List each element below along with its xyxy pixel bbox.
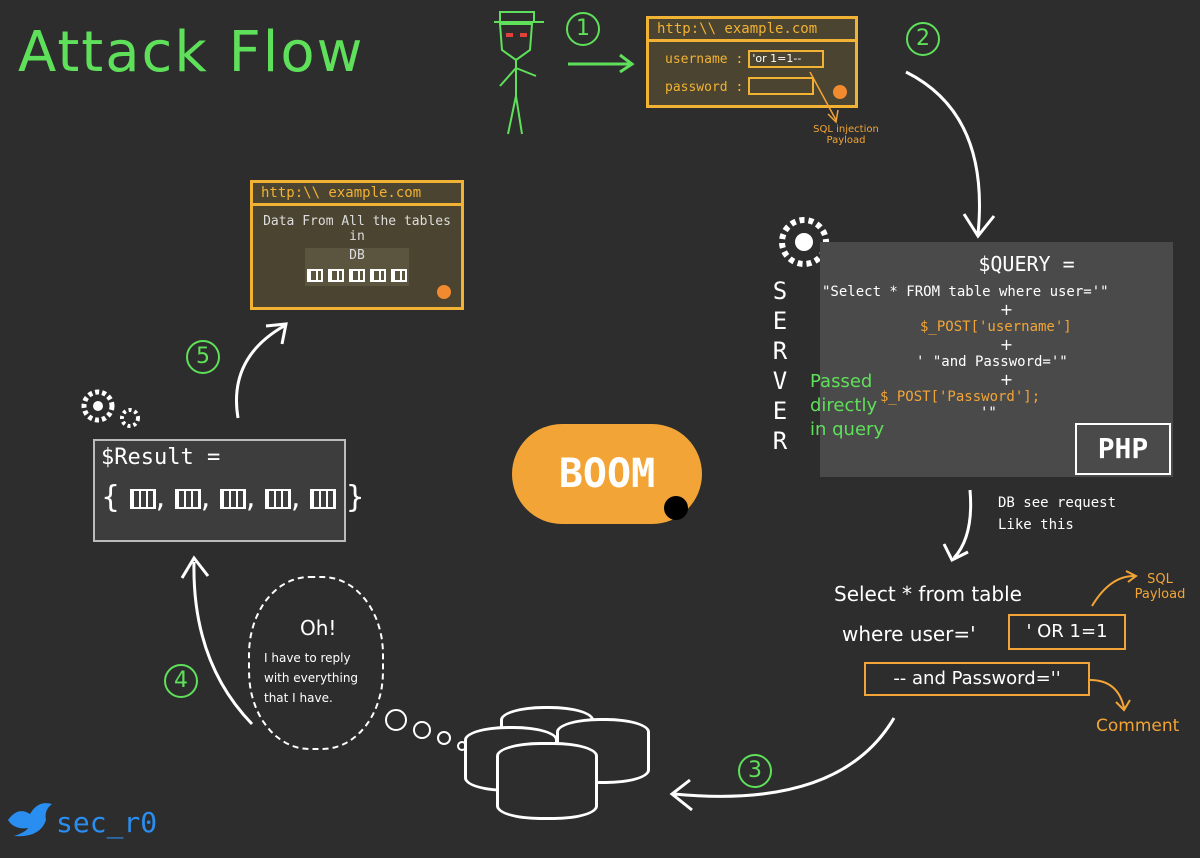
arrow-to-database-icon [669, 717, 896, 812]
server-label: SERVER [772, 277, 788, 455]
table-icon [219, 488, 246, 509]
attacker-icon [494, 11, 544, 135]
result-page-line1: Data From All the tables [263, 214, 451, 229]
thought-line2: I have to reply with everything that I h… [264, 651, 359, 705]
step-3-marker: 3 [738, 754, 772, 788]
server-code-box: $QUERY = "Select * FROM table where user… [820, 242, 1173, 477]
firefox-icon [833, 85, 847, 99]
arrow-up-icon [180, 555, 254, 726]
code-line-username: $_POST['username'] [920, 319, 1072, 335]
thought-bubble [248, 576, 384, 750]
code-plus-3: + [999, 370, 1014, 389]
separator: , [155, 480, 166, 515]
table-icon [310, 488, 337, 509]
table-icon [349, 269, 365, 282]
arrow-right-icon [568, 53, 635, 74]
password-input[interactable] [748, 77, 815, 95]
result-url-bar: http:\\ example.com [253, 183, 461, 206]
step-5-marker: 5 [186, 340, 220, 374]
login-browser-window: http:\\ example.com username : 'or 1=1--… [646, 16, 858, 108]
code-line-select: "Select * FROM table where user='" [822, 284, 1109, 300]
sql-payload-label: SQL Payload [1134, 572, 1186, 602]
table-icon [306, 269, 323, 282]
result-open-brace: { [101, 480, 121, 515]
separator: , [245, 480, 256, 515]
result-page-line2: in [349, 229, 365, 244]
injected-payload-box: ' OR 1=1 [1008, 614, 1126, 650]
result-close-brace: } [345, 480, 365, 515]
arrow-down-icon [942, 489, 973, 563]
boom-cloud: BOOM [512, 424, 702, 524]
database-icon [496, 742, 598, 820]
result-browser-window: http:\\ example.com Data From All the ta… [250, 180, 464, 310]
payload-annotation: SQL injection Payload [813, 124, 879, 146]
code-line-password-str: ' "and Password='" [916, 354, 1068, 370]
db-request-note: DB see request Like this [998, 495, 1117, 533]
php-badge: PHP [1075, 423, 1171, 475]
result-box: $Result = { , , , , } [93, 439, 365, 542]
table-icon [370, 269, 387, 282]
twitter-bird-icon [8, 803, 52, 837]
username-label: username : [665, 52, 744, 67]
code-plus-2: + [999, 335, 1014, 354]
code-line-password: $_POST['Password']; [880, 389, 1041, 405]
code-line-query: $QUERY = [978, 252, 1075, 276]
table-icon [174, 488, 201, 509]
table-icon [391, 269, 408, 282]
commented-out-box: -- and Password='' [864, 662, 1090, 696]
db-query-line2: where user=' [842, 622, 976, 646]
step-4-marker: 4 [164, 664, 198, 698]
comment-pointer-arrow [1089, 679, 1131, 712]
result-gears-icon [81, 389, 140, 428]
boom-text: BOOM [558, 451, 656, 497]
table-icon [327, 269, 344, 282]
bomb-icon [664, 496, 688, 520]
payload-pointer-arrow-2 [1091, 570, 1138, 607]
separator: , [290, 480, 301, 515]
step-1-marker: 1 [566, 12, 600, 46]
password-label: password : [665, 79, 744, 95]
table-icon [264, 488, 291, 509]
arrow-curve-down-icon [905, 70, 996, 239]
login-url-bar: http:\\ example.com [649, 19, 855, 42]
username-input[interactable]: 'or 1=1-- [748, 49, 825, 68]
table-icon [129, 488, 156, 509]
result-page-line3: DB [349, 248, 365, 263]
result-label: $Result = [101, 445, 221, 470]
separator: , [200, 480, 211, 515]
passed-directly-note: Passed directly in query [810, 371, 885, 440]
payload-pointer-arrow [809, 71, 839, 124]
comment-label: Comment [1096, 716, 1180, 736]
thought-dots-icon [385, 709, 467, 751]
brand-handle[interactable]: sec_r0 [56, 806, 158, 839]
arrow-up-right-icon [235, 322, 288, 419]
thought-line1: Oh! [300, 616, 337, 640]
firefox-icon [437, 285, 451, 299]
step-2-marker: 2 [906, 22, 940, 56]
diagram-title: Attack Flow [18, 20, 365, 85]
code-line-end: '" [980, 405, 997, 421]
code-plus-1: + [999, 300, 1014, 319]
db-query-line1: Select * from table [834, 582, 1022, 606]
